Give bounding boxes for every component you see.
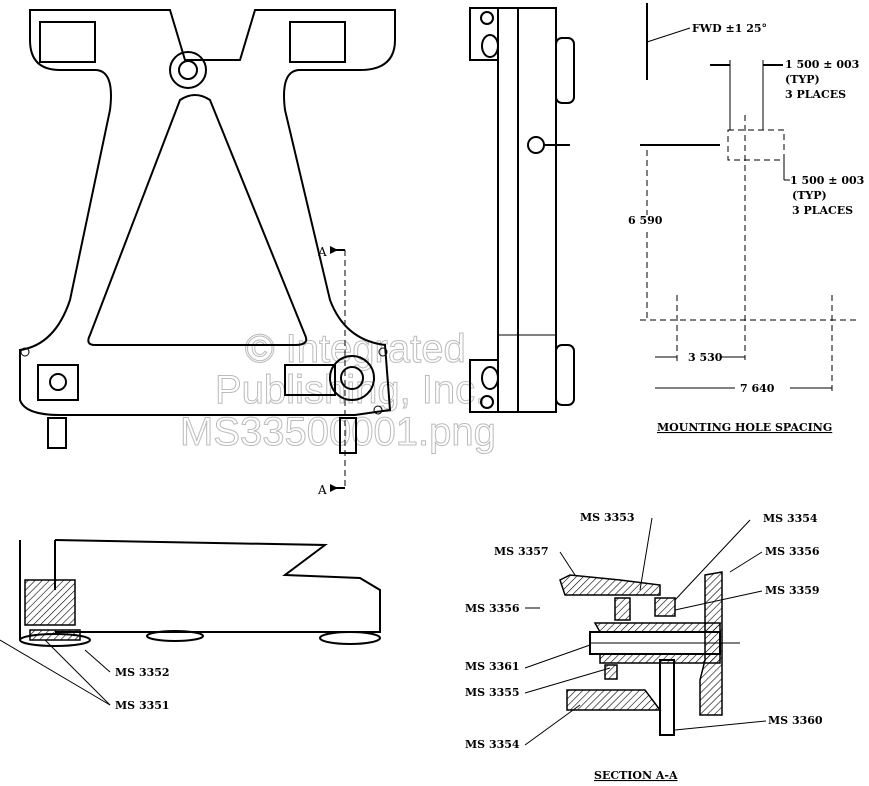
- section-marker-top: A: [317, 245, 327, 259]
- section-label-ms3354-top: MS 3354: [763, 512, 818, 525]
- watermark-line-2: Publishing, Inc.: [215, 368, 486, 412]
- mounting-hole-spacing: FWD ±1 25° 1 500 ± 003 (TYP) 3 PLACES 1 …: [628, 3, 864, 434]
- section-label-ms3353: MS 3353: [580, 511, 635, 524]
- watermark: © Integrated Publishing, Inc. MS33500001…: [180, 327, 497, 455]
- side-view: [469, 7, 575, 413]
- dim-top-typ: (TYP): [785, 73, 820, 86]
- mounting-caption: MOUNTING HOLE SPACING: [657, 421, 832, 434]
- detail-label-ms3351: MS 3351: [115, 699, 170, 712]
- section-caption: SECTION A-A: [594, 769, 678, 782]
- detail-label-ms3352: MS 3352: [115, 666, 170, 679]
- dim-side-typ: (TYP): [792, 189, 827, 202]
- section-label-ms3356-right: MS 3356: [765, 545, 820, 558]
- front-view: A A: [19, 9, 396, 497]
- section-label-ms3359: MS 3359: [765, 584, 820, 597]
- fwd-angle-label: FWD ±1 25°: [692, 22, 767, 35]
- dim-side-value: 1 500 ± 003: [790, 174, 864, 187]
- foot-detail-view: MS 3352 MS 3351: [0, 539, 381, 712]
- section-label-ms3361: MS 3361: [465, 660, 520, 673]
- section-label-ms3354-bottom: MS 3354: [465, 738, 520, 751]
- dim-top-places: 3 PLACES: [785, 88, 846, 101]
- section-label-ms3356-left: MS 3356: [465, 602, 520, 615]
- watermark-line-3: MS33500001.png: [180, 410, 496, 454]
- section-a-a: MS 3353 MS 3354 MS 3357 MS 3356 MS 3359 …: [465, 511, 823, 782]
- dim-top-value: 1 500 ± 003: [785, 58, 859, 71]
- section-label-ms3360: MS 3360: [768, 714, 823, 727]
- section-label-ms3357: MS 3357: [494, 545, 549, 558]
- dim-vertical: 6 590: [628, 214, 663, 227]
- section-marker-bottom: A: [317, 483, 327, 497]
- dim-horiz-short: 3 530: [688, 351, 723, 364]
- dim-horiz-long: 7 640: [740, 382, 775, 395]
- section-labels: MS 3353 MS 3354 MS 3357 MS 3356 MS 3359 …: [465, 511, 823, 751]
- section-label-ms3355: MS 3355: [465, 686, 520, 699]
- dim-side-places: 3 PLACES: [792, 204, 853, 217]
